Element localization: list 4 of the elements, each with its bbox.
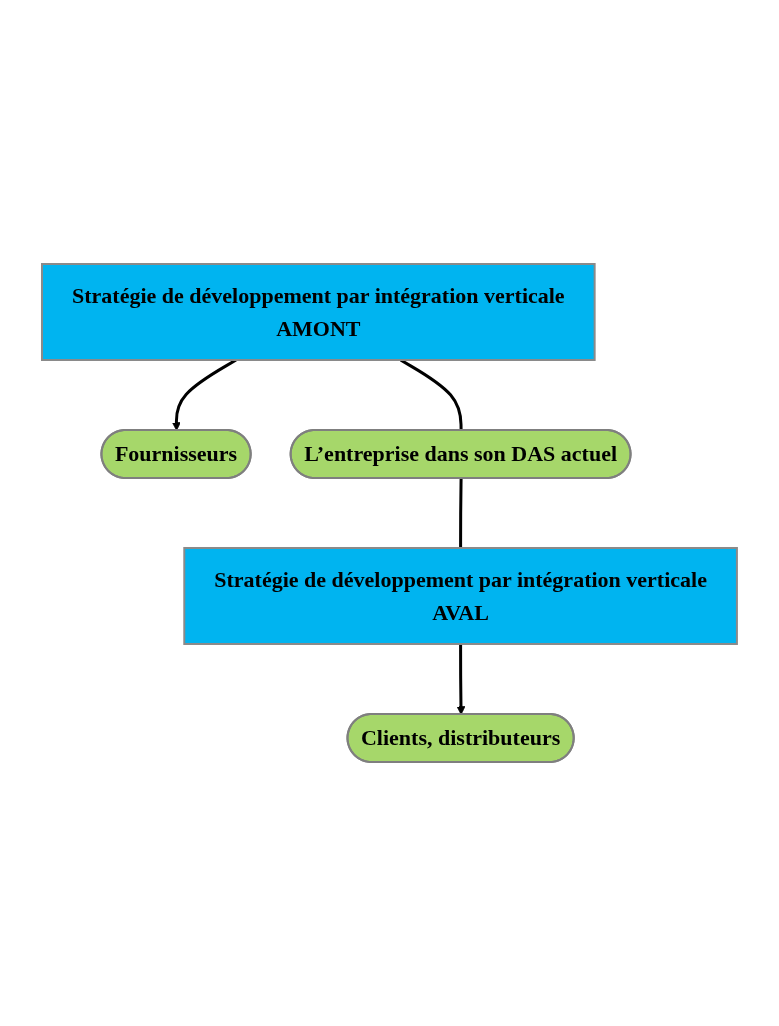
node-box: Stratégie de développement par intégration verticale AVAL [183, 547, 738, 645]
arrow [456, 644, 466, 715]
connector [459, 478, 463, 548]
node-box: Stratégie de développement par intégration verticale AMONT [41, 263, 596, 361]
